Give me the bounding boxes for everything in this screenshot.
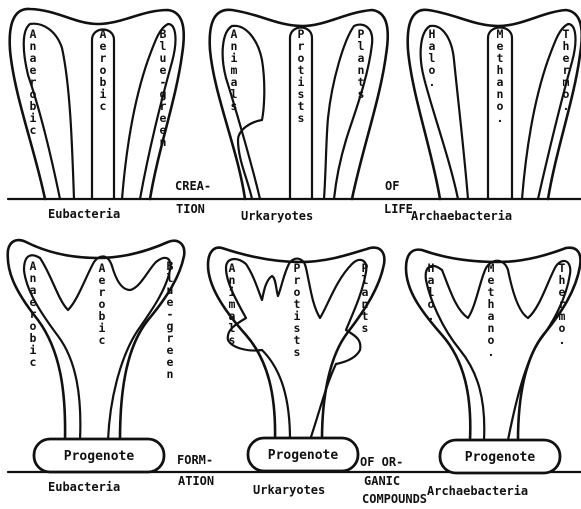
- caption-word: CREA-: [175, 179, 211, 193]
- group-name: Urkaryotes: [241, 209, 313, 223]
- progenote-label: Progenote: [268, 448, 339, 463]
- caption-word: TION: [176, 202, 205, 216]
- branch-plants: [324, 25, 372, 199]
- progenote-label: Progenote: [465, 450, 536, 465]
- branch-bluegreen: [122, 24, 175, 199]
- group-name: Urkaryotes: [253, 483, 325, 497]
- group-name: Eubacteria: [48, 480, 120, 494]
- group-name: Archaebacteria: [427, 484, 528, 498]
- caption-word: OF: [385, 179, 399, 193]
- group-name: Archaebacteria: [411, 209, 512, 223]
- caption-word: OF OR-: [360, 455, 403, 469]
- caption-word: COMPOUNDS: [362, 492, 427, 506]
- caption-word: ATION: [178, 474, 214, 488]
- branch-animals: [223, 26, 265, 199]
- inner-outline: [24, 255, 170, 440]
- group-name: Eubacteria: [48, 207, 120, 221]
- caption-word: FORM-: [177, 453, 213, 467]
- progenote-label: Progenote: [64, 449, 135, 464]
- caption-word: LIFE: [384, 202, 413, 216]
- caption-word: GANIC: [364, 474, 400, 488]
- inner-outline: [426, 261, 571, 440]
